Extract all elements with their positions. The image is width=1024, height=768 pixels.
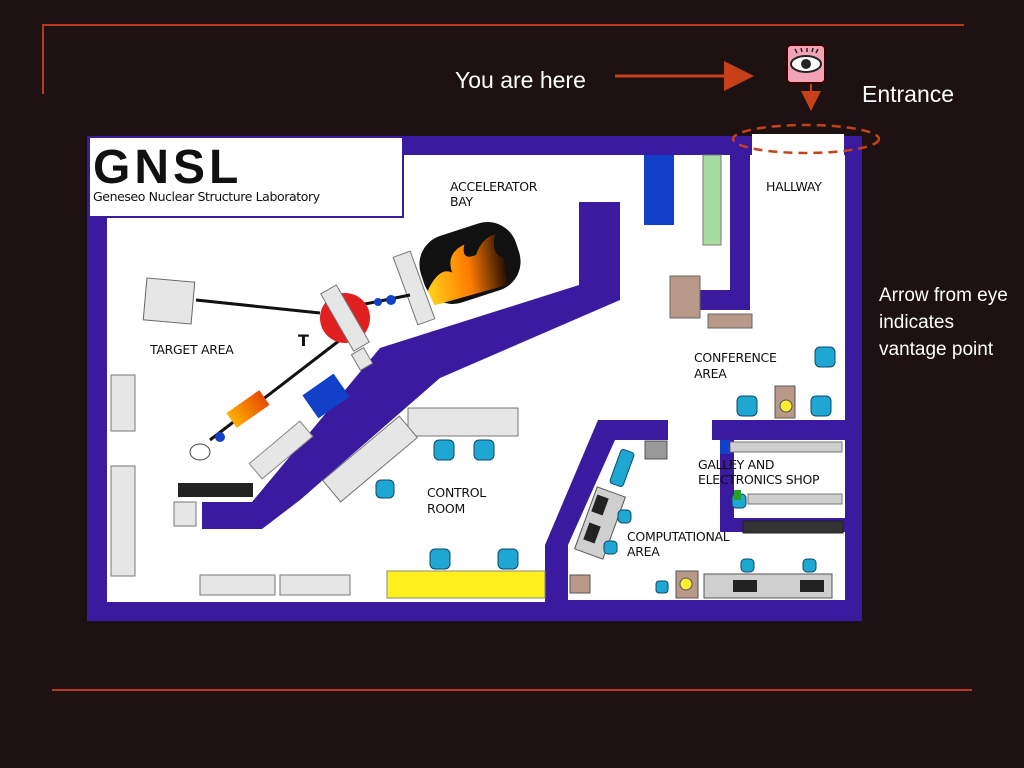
green-indicator [734,490,741,500]
chair-icon [609,449,635,487]
chair-icon [375,479,395,499]
conference-area-label-2: AREA [694,366,727,381]
chair-icon [433,439,455,461]
entrance-marker [731,123,881,155]
lamp [679,577,693,591]
chair-icon [497,548,519,570]
target-area-label: TARGET AREA [149,342,234,357]
quad-magnet [215,432,225,442]
chair-icon [802,558,817,573]
brown-cabinet [669,275,701,319]
eye-icon [786,44,826,84]
floor-bench [279,574,351,596]
blue-rack [302,373,350,419]
chair-icon [814,346,836,368]
magnet-bar [320,284,370,352]
galley-rack [742,520,844,534]
brown-box [569,574,591,594]
yellow-desk [386,570,546,599]
brown-bench [707,313,753,329]
quad-magnet [386,295,396,305]
accelerator-wall [202,202,620,529]
control-room-label-2: ROOM [427,501,465,516]
beam-endpoint [189,443,211,461]
beamline [209,338,341,442]
green-locker [702,154,722,246]
cabinet [110,374,136,432]
vantage-note: Arrow from eye indicates vantage point [879,285,1008,360]
bench [248,420,314,480]
galley-wall-top [712,420,845,440]
computational-floor-divider [566,600,846,620]
t-marker: T [298,331,309,350]
you-are-here-label: You are here [455,67,586,93]
logo-box [88,136,404,218]
top-rule [42,24,964,26]
chair-icon [617,509,632,524]
accelerator-bay-label: ACCELERATOR [450,179,538,194]
monitor [583,522,601,544]
logo-subtitle: Geneseo Nuclear Structure Laboratory [93,189,321,204]
chair-icon [429,548,451,570]
computational-area-label-2: AREA [627,544,660,559]
galley-counter [729,441,843,453]
beam-component [350,347,374,371]
bottom-rule [52,689,972,691]
galley-wall-side [720,440,734,530]
galley-label: GALLEY AND [698,457,774,472]
chair-icon [655,580,669,594]
logo-title: GNSL [93,141,242,194]
beamline [359,293,411,307]
galley-counter [747,493,843,505]
hallway-wall [700,155,750,310]
galley-label-2: ELECTRONICS SHOP [698,472,820,487]
lamp [779,399,793,413]
target-chamber [142,277,196,325]
accelerator-flange [392,250,436,326]
gray-box [644,440,668,460]
control-console [321,415,419,503]
black-rack [178,483,253,497]
accelerator-bay-label-2: BAY [450,194,474,209]
monitor [800,580,824,592]
computational-wall [545,420,668,602]
chair-icon [473,439,495,461]
monitor [733,580,757,592]
control-room-label: CONTROL [427,485,486,500]
floor-bench [199,574,276,596]
accelerator-tank [419,222,521,306]
hallway-label: HALLWAY [766,179,822,194]
blue-locker [644,155,674,225]
computer-bench [573,486,627,560]
left-rule [42,24,44,94]
chair-icon [810,395,832,417]
quad-magnet [374,298,382,306]
chair-icon [603,540,618,555]
control-desk [407,407,519,437]
computational-area-label: COMPUTATIONAL [627,529,730,544]
chair-icon [736,395,758,417]
orange-component [226,390,270,428]
blue-block [720,440,730,454]
conference-area-label: CONFERENCE [694,350,777,365]
small-box [173,501,197,527]
entrance-label: Entrance [862,81,955,107]
chair-icon [740,558,755,573]
cabinet [110,465,136,577]
monitor [591,494,609,516]
beamline [195,298,321,315]
